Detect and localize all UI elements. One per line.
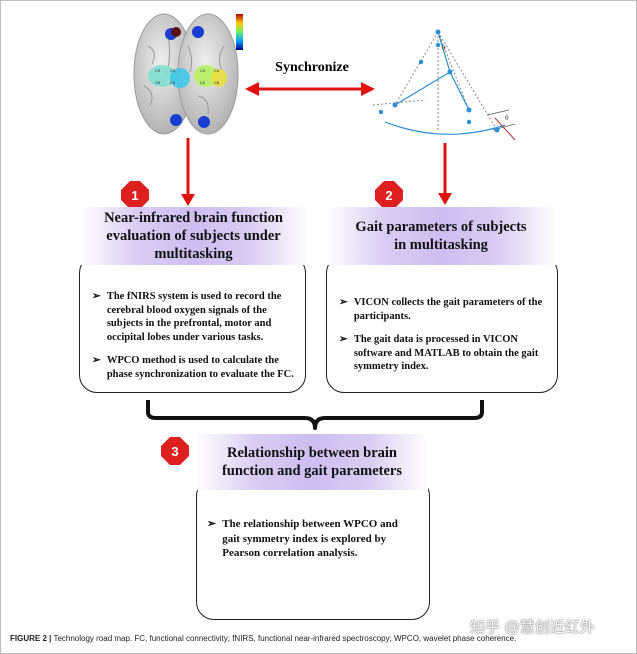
merge-brace (146, 400, 484, 430)
brain-channel-label: C5 (170, 80, 176, 85)
step-2-badge: 2 (374, 180, 404, 210)
synchronize-arrow (245, 82, 375, 96)
step-1-body: ➢ The fNIRS system is used to record the… (79, 255, 306, 393)
figure-label: FIGURE 2 | (10, 634, 52, 643)
bullet-arrow-icon: ➢ (207, 518, 217, 530)
gait-diagram: θ θ (372, 29, 516, 141)
brain-channel-label: C6 (155, 80, 161, 85)
bullet-arrow-icon: ➢ (92, 355, 101, 366)
angle-symbol: θ (505, 115, 509, 122)
step-2-number: 2 (385, 187, 393, 203)
brain-image: C5 C4 C3 C4 C6 C5 C2 C6 (133, 13, 243, 135)
step-1-bullet: ➢ WPCO method is used to calculate the p… (92, 355, 294, 380)
step-2-body: ➢ VICON collects the gait parameters of … (326, 255, 558, 393)
step-1-badge: 1 (120, 180, 150, 210)
step-1-number: 1 (131, 187, 139, 203)
step-2-bullet: ➢ The gait data is processed in VICON so… (339, 334, 539, 372)
brain-channel-label: C5 (155, 68, 161, 73)
brain-channel-label: C4 (214, 68, 220, 73)
caption-text: Technology road map. FC, functional conn… (51, 634, 517, 643)
step-1-bullet: ➢ The fNIRS system is used to record the… (92, 291, 282, 343)
figure-caption: FIGURE 2 | Technology road map. FC, func… (10, 634, 516, 643)
watermark: 知乎 @慧创近红外 (470, 618, 595, 636)
brain-channel-label: C4 (170, 68, 176, 73)
step-3-body: ➢ The relationship between WPCO and gait… (196, 478, 430, 620)
brain-channel-label: C2 (200, 80, 206, 85)
bullet-arrow-icon: ➢ (92, 291, 101, 302)
step-3-title: Relationship between brain function and … (196, 434, 428, 490)
step-1-title: Near-infrared brain function evaluation … (79, 207, 308, 265)
brain-channel-label: C3 (200, 68, 206, 73)
bullet-arrow-icon: ➢ (339, 334, 348, 345)
step-3-bullet: ➢ The relationship between WPCO and gait… (207, 518, 398, 559)
brain-channel-label: C6 (214, 80, 220, 85)
step-3-badge: 3 (160, 436, 190, 466)
down-arrow-2 (438, 143, 452, 205)
down-arrow-1 (181, 138, 195, 206)
bullet-arrow-icon: ➢ (339, 297, 348, 308)
synchronize-label: Synchronize (275, 60, 349, 75)
angle-symbol: θ (442, 45, 446, 52)
step-2-title: Gait parameters of subjects in multitask… (326, 207, 556, 265)
step-3-number: 3 (171, 443, 179, 459)
step-2-bullet: ➢ VICON collects the gait parameters of … (339, 297, 543, 322)
